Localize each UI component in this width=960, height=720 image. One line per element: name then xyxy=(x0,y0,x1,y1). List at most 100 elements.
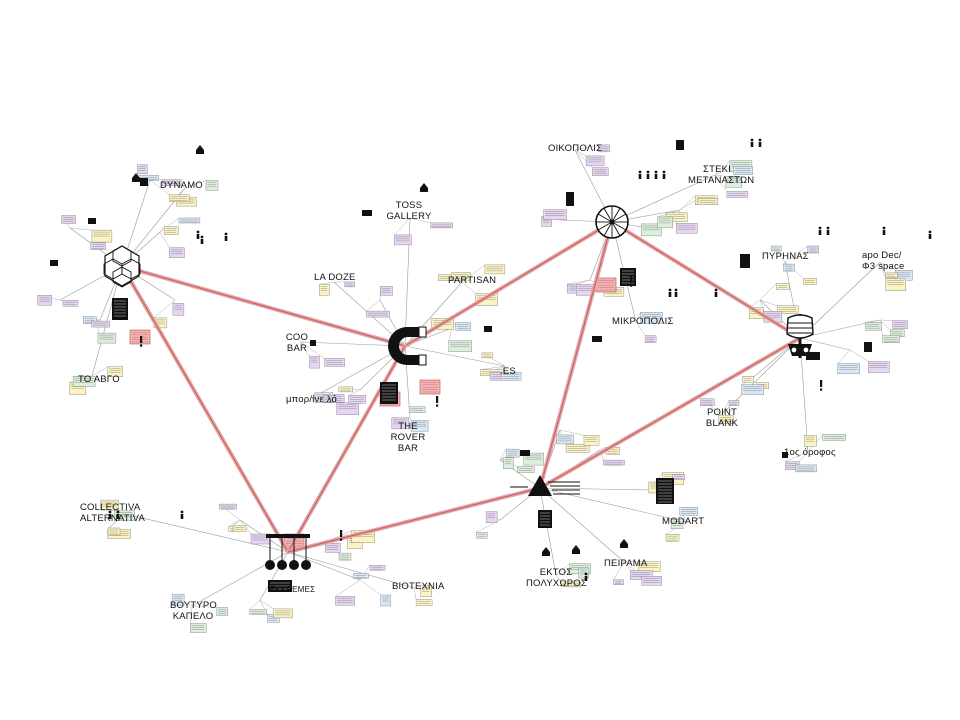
note-box xyxy=(72,376,96,387)
note-box xyxy=(107,366,124,377)
branch-line xyxy=(784,245,808,263)
spoke-line xyxy=(124,513,289,553)
note-box xyxy=(161,179,182,186)
venue-label-mporo-na-lo: μπορ/ίνε λό xyxy=(286,394,338,405)
note-box xyxy=(100,499,119,511)
note-box xyxy=(323,395,336,403)
branch-line xyxy=(189,605,193,624)
note-box xyxy=(665,534,680,542)
note-box xyxy=(644,335,657,343)
branch-line xyxy=(555,563,570,576)
note-box xyxy=(882,335,900,343)
network-link-core xyxy=(611,221,801,339)
note-box xyxy=(676,222,698,234)
note-box xyxy=(640,312,663,324)
house-icon xyxy=(132,173,140,182)
skeleton-icon xyxy=(786,314,814,358)
branch-line xyxy=(714,160,731,176)
note-box xyxy=(485,511,498,523)
branch-line xyxy=(335,579,361,597)
branch-line xyxy=(319,281,335,285)
person-icon xyxy=(928,230,932,234)
branch-line xyxy=(714,174,726,177)
black-block xyxy=(310,340,316,346)
venue-label-protos-orofos: 1ος όροφος xyxy=(784,447,836,458)
prism-triangle-icon xyxy=(510,475,580,496)
note-box xyxy=(205,180,219,191)
note-box xyxy=(728,400,740,406)
wheel-spoke xyxy=(597,213,613,223)
person-icon xyxy=(826,226,830,230)
note-box xyxy=(578,567,589,579)
house-icon xyxy=(572,545,580,554)
person-icon xyxy=(200,235,204,239)
branch-line xyxy=(409,217,431,224)
venue-label-ekkremes: ΕΚΚΡΕΜΕΣ xyxy=(270,585,316,594)
note-box xyxy=(219,503,237,510)
notes-layer xyxy=(37,144,913,633)
person-icon-body xyxy=(750,142,754,147)
black-block xyxy=(806,352,820,360)
black-block xyxy=(740,254,750,268)
note-box xyxy=(741,384,764,395)
note-box xyxy=(795,464,817,473)
venue-label-la-doze: LA DOZE xyxy=(314,272,356,283)
note-box xyxy=(543,209,567,220)
person-icon-body xyxy=(646,174,650,179)
black-block xyxy=(782,452,788,458)
note-box xyxy=(97,332,117,344)
note-box xyxy=(391,417,409,430)
branch-line xyxy=(259,599,274,610)
exclamation-icon xyxy=(436,396,439,403)
exclamation-dot xyxy=(436,404,439,407)
exclamation-icon xyxy=(630,276,633,283)
branch-line xyxy=(69,227,92,231)
venue-label-es: .ES xyxy=(500,366,516,377)
branch-line xyxy=(366,299,381,312)
note-box xyxy=(822,434,846,441)
spoke-line xyxy=(611,174,716,223)
hexagon-cluster-icon xyxy=(103,245,141,288)
branch-line xyxy=(635,321,646,336)
person-icon xyxy=(108,510,112,514)
note-box xyxy=(484,264,506,275)
red-note-box xyxy=(419,379,441,395)
branch-line xyxy=(623,561,631,571)
exclamation-icon xyxy=(340,530,343,537)
branch-line xyxy=(574,149,587,157)
exclamation-dot xyxy=(340,538,343,541)
branch-line xyxy=(149,179,170,195)
note-box xyxy=(344,281,355,288)
note-box xyxy=(776,283,790,290)
wheel-spoke xyxy=(603,207,613,223)
branch-line xyxy=(480,365,506,371)
note-box xyxy=(273,608,293,619)
branch-line xyxy=(311,392,316,399)
person-icon-body xyxy=(200,239,204,244)
spoke-line xyxy=(404,345,506,367)
note-box xyxy=(807,245,819,254)
venue-label-apo-dec: apo Dec/Φ3 space xyxy=(862,250,905,272)
note-box xyxy=(503,457,514,469)
spoke-line xyxy=(539,487,651,491)
note-box xyxy=(598,144,610,153)
black-block xyxy=(566,192,574,206)
note-box xyxy=(380,594,391,607)
venue-label-mikropolis: ΜΙΚΡΟΠΟΛΙΣ xyxy=(612,316,674,327)
note-box xyxy=(366,310,390,318)
spoke-line xyxy=(287,551,361,581)
branch-line xyxy=(448,327,453,341)
person-icon-body xyxy=(928,234,932,239)
note-box xyxy=(517,466,535,473)
note-box xyxy=(369,565,386,571)
note-box xyxy=(249,609,268,615)
note-box xyxy=(726,191,749,198)
person-icon-body xyxy=(116,514,120,519)
note-box xyxy=(670,519,684,529)
branch-line xyxy=(783,261,786,265)
